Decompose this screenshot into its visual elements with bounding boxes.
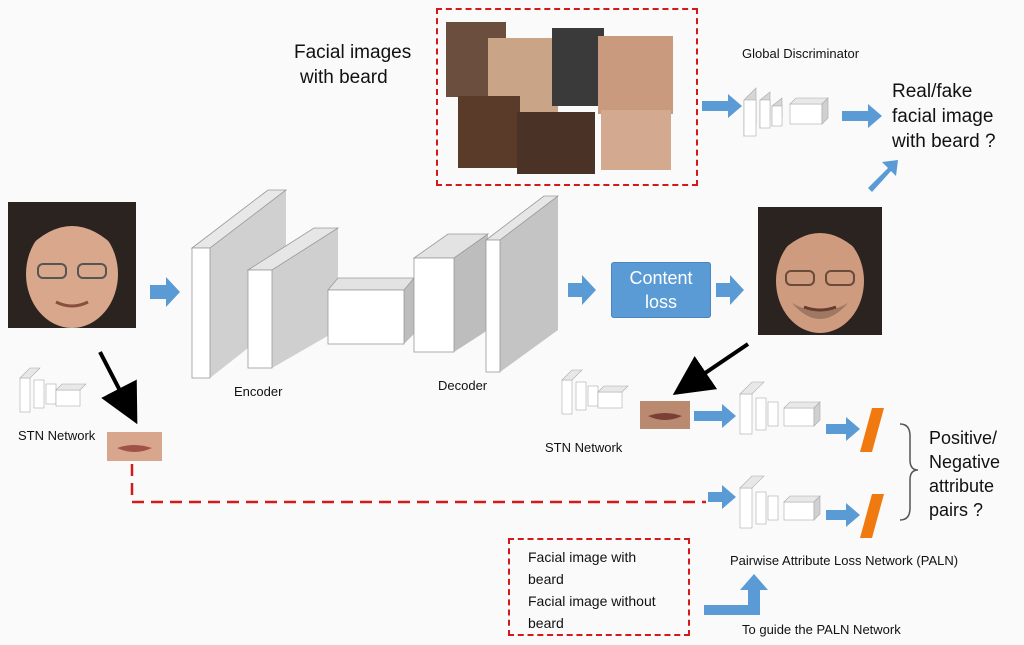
posneg-line-1: Positive/ [929, 428, 998, 448]
legend-text: Facial image with beard Facial image wit… [528, 546, 656, 634]
paln-upper-icon [739, 381, 821, 435]
content-loss-line-2: loss [644, 292, 677, 312]
facial-images-beard-line-1: Facial images [294, 42, 412, 63]
arrow-paln-lower-to-diamond [826, 503, 860, 527]
legend-frame [508, 538, 690, 636]
stn-left-icon [19, 367, 87, 413]
collage-face-4 [598, 36, 673, 114]
decoder-block-2 [484, 195, 560, 373]
arrow-mouth-to-paln-upper [694, 404, 736, 428]
real-fake-label: Real/fake facial image with beard ? [892, 79, 996, 154]
legend-line-1: Facial image with [528, 549, 637, 565]
posneg-line-2: Negative [929, 452, 1001, 472]
blue-arrows [150, 94, 898, 615]
guide-paln-label: To guide the PALN Network [742, 622, 901, 637]
collage-face-7 [601, 110, 671, 170]
legend-line-2: beard [528, 571, 564, 587]
real-fake-line-1: Real/fake [892, 81, 973, 102]
input-face-image [8, 202, 136, 328]
stn-left-label: STN Network [18, 428, 96, 443]
legend-line-4: beard [528, 615, 564, 631]
content-loss-line-1: Content [629, 268, 693, 288]
arrow-output-to-realfake [868, 160, 898, 192]
arrow-input-to-mouth [98, 351, 138, 425]
facial-images-beard-line-2: with beard [300, 67, 388, 88]
arrow-output-to-mouth [672, 342, 750, 395]
arrow-discriminator-to-realfake [842, 104, 882, 128]
posneg-line-3: attribute [929, 476, 995, 496]
arrow-dashed-to-paln-lower [708, 485, 736, 509]
global-discriminator-icon [743, 87, 829, 137]
paln-lower-output-diamond [860, 494, 884, 538]
arrow-decoder-to-loss [568, 275, 596, 305]
collage-face-3 [552, 28, 604, 106]
real-fake-line-2: facial image [892, 106, 994, 127]
encoder-label: Encoder [234, 384, 283, 399]
content-loss-box: Content loss [611, 262, 711, 318]
output-face-image [758, 207, 882, 335]
arrow-input-to-encoder [150, 277, 180, 307]
encoder-block-2 [246, 227, 340, 369]
decoder-block-1 [412, 233, 490, 353]
arrow-collage-to-discriminator [702, 94, 742, 118]
bottleneck-block [327, 277, 415, 345]
collage-face-5 [458, 96, 520, 168]
arrow-loss-to-output [716, 275, 744, 305]
legend-line-3: Facial image without [528, 593, 656, 609]
stn-right-label: STN Network [545, 440, 623, 455]
arrow-paln-upper-to-diamond [826, 417, 860, 441]
collage-face-6 [517, 112, 595, 174]
paln-lower-icon [739, 475, 821, 529]
pairs-bracket [899, 423, 919, 521]
mouth-crop-input [107, 432, 162, 461]
paln-upper-output-diamond [860, 408, 884, 452]
mouth-crop-output [640, 401, 690, 429]
beard-collage-frame [436, 8, 698, 186]
facial-images-beard-label: Facial images with beard [294, 40, 411, 90]
posneg-line-4: pairs ? [929, 500, 984, 520]
dashed-connector-input-mouth-to-paln [130, 464, 706, 504]
positive-negative-label: Positive/ Negative attribute pairs ? [929, 426, 1000, 522]
decoder-label: Decoder [438, 378, 488, 393]
stn-right-icon [561, 369, 629, 415]
arrow-legend-to-paln [704, 574, 768, 615]
paln-label: Pairwise Attribute Loss Network (PALN) [730, 553, 959, 568]
global-discriminator-label: Global Discriminator [742, 46, 860, 61]
real-fake-line-3: with beard ? [892, 131, 996, 152]
